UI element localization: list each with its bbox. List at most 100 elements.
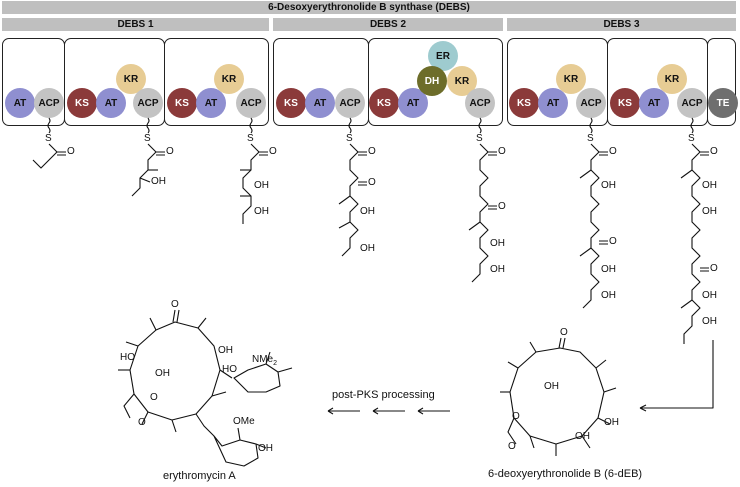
acp-domain: ACP <box>465 88 495 118</box>
acp-domain: ACP <box>335 88 365 118</box>
acp-domain: ACP <box>677 88 707 118</box>
chain-0 <box>32 143 58 169</box>
hydroxyl-label: OH <box>218 345 233 356</box>
at-domain: AT <box>305 88 335 118</box>
oxygen-atom: O <box>150 392 158 403</box>
ks-domain: KS <box>509 88 539 118</box>
at-domain: AT <box>196 88 226 118</box>
sulfur-atom: S <box>144 133 151 144</box>
hydroxyl-label: HO <box>222 364 237 375</box>
at-domain: AT <box>639 88 669 118</box>
te-domain: TE <box>708 88 738 118</box>
ks-domain: KS <box>276 88 306 118</box>
oxygen-atom: O <box>269 146 277 157</box>
thioester-link <box>146 117 150 134</box>
sulfur-atom: S <box>45 133 52 144</box>
hydroxyl-label: OH <box>155 368 170 379</box>
sulfur-atom: S <box>346 133 353 144</box>
cladinose <box>213 435 259 467</box>
post-pks-processing-label: post-PKS processing <box>332 389 435 401</box>
debs1-label: DEBS 1 <box>2 18 269 31</box>
hydroxyl-label: OH <box>490 238 505 249</box>
hydroxyl-label: OH <box>254 206 269 217</box>
hydroxyl-label: OH <box>601 180 616 191</box>
sulfur-atom: S <box>247 133 254 144</box>
kr-domain: KR <box>657 64 687 94</box>
sulfur-atom: S <box>688 133 695 144</box>
chain-5 <box>582 143 600 309</box>
oxygen-atom: O <box>368 146 376 157</box>
arrow <box>417 407 450 415</box>
hydroxyl-label: OH <box>575 431 590 442</box>
chain-3 <box>341 143 359 257</box>
arrow <box>327 407 360 415</box>
6-deb-ring <box>509 347 605 445</box>
oxygen-atom: O <box>498 201 506 212</box>
oxygen-atom: O <box>512 411 520 422</box>
oxygen-atom: O <box>609 236 617 247</box>
ks-domain: KS <box>610 88 640 118</box>
oxygen-atom: O <box>171 299 179 310</box>
kr-domain: KR <box>214 64 244 94</box>
hydroxyl-label: OH <box>360 206 375 217</box>
hydroxyl-label: OH <box>254 180 269 191</box>
erythromycin-ring <box>129 321 221 421</box>
diagram-title: 6-Desoxyerythronolide B synthase (DEBS) <box>2 1 736 14</box>
oxygen-atom: O <box>368 177 376 188</box>
ks-domain: KS <box>167 88 197 118</box>
thioester-link <box>249 117 253 134</box>
hydroxyl-label: HO <box>120 352 135 363</box>
oxygen-atom: O <box>710 146 718 157</box>
acp-domain: ACP <box>576 88 606 118</box>
hydroxyl-label: OH <box>702 206 717 217</box>
at-domain: AT <box>96 88 126 118</box>
ks-domain: KS <box>369 88 399 118</box>
thioester-link <box>47 117 51 134</box>
sulfur-atom: S <box>476 133 483 144</box>
sulfur-atom: S <box>587 133 594 144</box>
hydroxyl-label: OH <box>604 417 619 428</box>
desosamine <box>233 363 281 393</box>
6-deb-label: 6-deoxyerythronolide B (6-dEB) <box>488 468 643 480</box>
hydroxyl-label: OH <box>490 264 505 275</box>
ks-domain: KS <box>67 88 97 118</box>
kr-domain: KR <box>556 64 586 94</box>
hydroxyl-label: OH <box>702 290 717 301</box>
thioester-link <box>690 117 694 134</box>
oxygen-atom: O <box>166 146 174 157</box>
dh-domain: DH <box>417 66 447 96</box>
erythromycin-label: erythromycin A <box>163 470 236 482</box>
oxygen-atom: O <box>508 441 516 452</box>
at-domain: AT <box>538 88 568 118</box>
debs3-label: DEBS 3 <box>507 18 736 31</box>
acp-domain: ACP <box>34 88 64 118</box>
arrow <box>372 407 405 415</box>
oxygen-atom: O <box>609 146 617 157</box>
hydroxyl-label: OH <box>258 443 273 454</box>
oxygen-atom: O <box>498 146 506 157</box>
hydroxyl-label: OH <box>702 180 717 191</box>
debs2-label: DEBS 2 <box>273 18 503 31</box>
oxygen-atom: O <box>67 146 75 157</box>
thioester-link <box>478 117 482 134</box>
dimethylamino-label: NMe2 <box>252 354 278 367</box>
oxygen-atom: O <box>138 417 146 428</box>
oxygen-atom: O <box>710 263 718 274</box>
hydroxyl-label: OH <box>544 381 559 392</box>
methoxy-label: OMe <box>233 416 255 427</box>
chain-6 <box>683 143 701 344</box>
hydroxyl-label: OH <box>360 243 375 254</box>
thioester-link <box>348 117 352 134</box>
acp-domain: ACP <box>133 88 163 118</box>
acp-domain: ACP <box>236 88 266 118</box>
thioester-link <box>589 117 593 134</box>
chain-2 <box>242 143 260 224</box>
oxygen-atom: O <box>560 327 568 338</box>
hydroxyl-label: OH <box>702 316 717 327</box>
chain-4 <box>471 143 489 283</box>
cyclization-arrow <box>640 340 714 409</box>
at-domain: AT <box>5 88 35 118</box>
hydroxyl-label: OH <box>601 264 616 275</box>
hydroxyl-label: OH <box>601 290 616 301</box>
